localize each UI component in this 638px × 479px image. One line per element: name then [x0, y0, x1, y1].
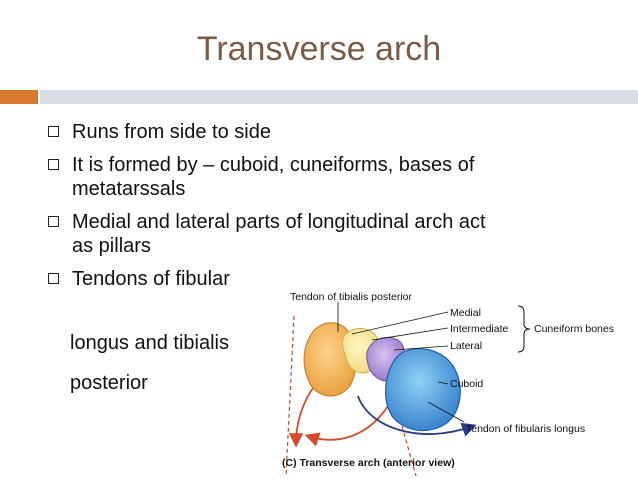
leader-medial	[351, 311, 449, 335]
bullet-item: Runs from side to side	[46, 120, 616, 144]
bullet-text: Tendons of fibular	[72, 268, 230, 290]
bullet-item: Medial and lateral parts of longitudinal…	[46, 210, 616, 258]
leader-intermediate	[371, 327, 449, 341]
bullet-text: Runs from side to side	[72, 121, 271, 143]
bullet-text: It is formed by – cuboid, cuneiforms, ba…	[72, 154, 475, 176]
leader-cuboid	[437, 381, 449, 385]
bullet-box-icon	[48, 216, 59, 227]
figure-caption: (C) Transverse arch (anterior view)	[282, 457, 455, 469]
cuneiform-bracket	[517, 305, 531, 353]
bullet-box-icon	[48, 159, 59, 170]
bullet-text-cont: metatarssals	[72, 178, 186, 200]
bullet-list: Runs from side to side It is formed by –…	[46, 120, 616, 300]
leader-fibularis	[427, 401, 465, 423]
title-rule-accent	[0, 90, 38, 104]
slide-title: Transverse arch	[196, 30, 442, 68]
title-rule	[40, 90, 638, 104]
transverse-arch-diagram: Tendon of tibialis posterior Medial Inte…	[282, 291, 614, 477]
leader-lateral	[393, 345, 449, 351]
bullet-text-cont: as pillars	[72, 235, 151, 257]
bullet-box-icon	[48, 273, 59, 284]
anatomy-figure: Tendon of tibialis posterior Medial Inte…	[268, 276, 638, 479]
label-cuboid: Cuboid	[450, 378, 483, 390]
fibularis-tendon-arrow	[304, 405, 389, 447]
label-intermediate: Intermediate	[450, 323, 509, 335]
label-medial: Medial	[450, 307, 481, 319]
bullet-item: It is formed by – cuboid, cuneiforms, ba…	[46, 153, 616, 201]
fibularis-return-arrow	[357, 395, 477, 437]
bullet-text: Medial and lateral parts of longitudinal…	[72, 211, 486, 233]
bullet-box-icon	[48, 126, 59, 137]
label-cuneiform-bones: Cuneiform bones	[534, 323, 614, 335]
label-lateral: Lateral	[450, 340, 482, 352]
dashed-guide	[285, 315, 295, 477]
cuboid-bone	[385, 348, 461, 432]
label-fibularis-tendon: Tendon of fibularis longus	[466, 423, 585, 435]
dashed-guide	[401, 425, 417, 477]
bullet-item: Tendons of fibular	[46, 267, 616, 291]
continuation-line-2: posterior	[70, 372, 148, 394]
continuation-line-1: longus and tibialis	[70, 332, 229, 354]
label-tibialis-tendon: Tendon of tibialis posterior	[290, 291, 412, 303]
